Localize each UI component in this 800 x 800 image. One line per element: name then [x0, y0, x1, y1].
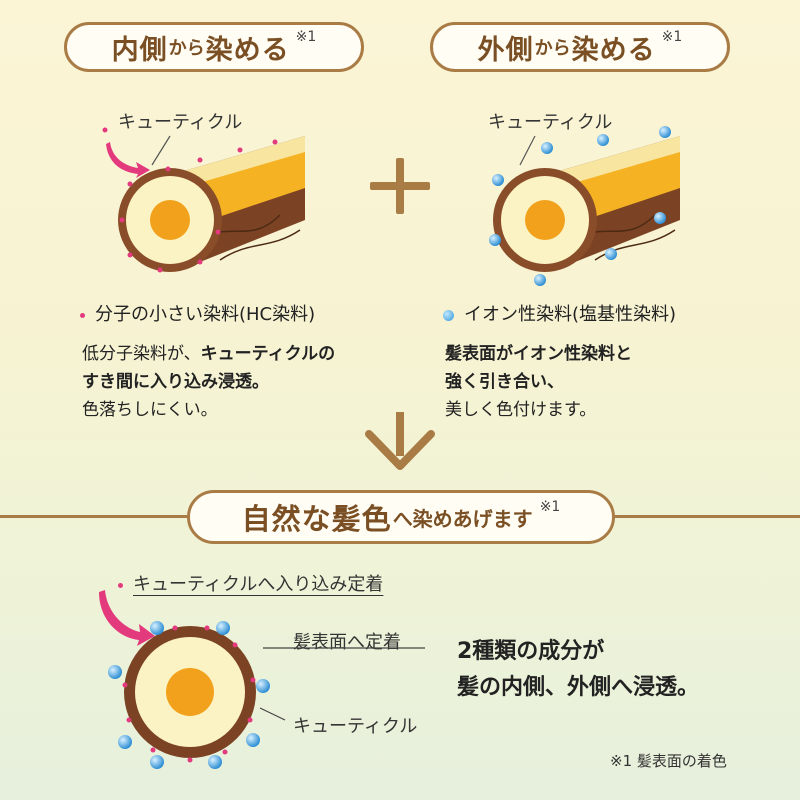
outside-dye-name: イオン性染料(塩基性染料) [443, 300, 676, 326]
footnote: ※1 髪表面の着色 [610, 752, 727, 770]
result-summary: 2種類の成分が 髪の内側、外側へ浸透。 [457, 639, 700, 700]
plus-icon [370, 158, 430, 214]
result-inside-label: キューティクルへ入り込み定着 [118, 570, 383, 596]
outside-description: 髪表面がイオン性染料と 強く引き合い、 美しく色付けます。 [445, 344, 632, 420]
inside-description: 低分子染料が、キューティクルの すき間に入り込み浸透。 色落ちしにくい。 [82, 344, 336, 420]
result-divider-right [612, 515, 800, 518]
result-title-pill: 自然な髪色 へ染めあげます ※1 [187, 490, 615, 544]
outside-cuticle-label: キューティクル [488, 112, 613, 133]
down-arrow-icon [365, 412, 435, 470]
pink-dye-dot-icon [80, 312, 85, 318]
inside-hair-illustration [102, 127, 305, 273]
result-divider-left [0, 515, 190, 518]
pink-dye-dot-icon [118, 582, 123, 588]
outside-hair-illustration [489, 126, 680, 286]
blue-dye-dot-icon [443, 309, 454, 321]
result-cuticle-label: キューティクル [293, 716, 418, 737]
inside-title-pill: 内側 から 染める ※1 [64, 22, 364, 72]
result-hair-cross-section [99, 590, 425, 769]
outside-title-pill: 外側 から 染める ※1 [430, 22, 730, 72]
inside-cuticle-label: キューティクル [118, 112, 243, 133]
inside-dye-name: 分子の小さい染料(HC染料) [80, 300, 315, 326]
